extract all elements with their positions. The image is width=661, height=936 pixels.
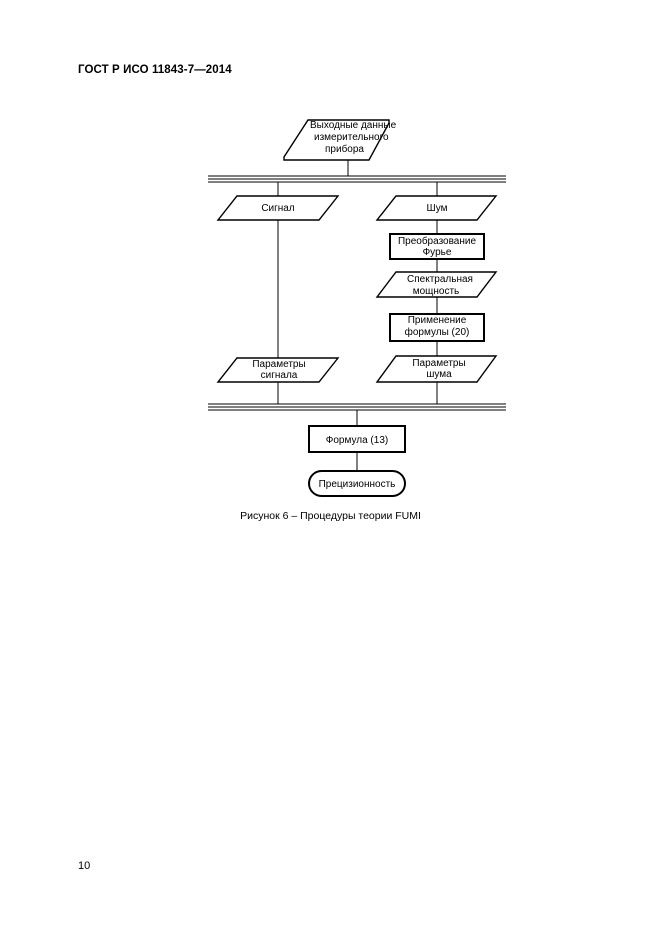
precision-node (308, 470, 406, 497)
merge-bar (208, 403, 506, 411)
spectral-power-label: мощность (413, 286, 460, 297)
noise-params-label: шума (426, 369, 452, 380)
figure-caption: Рисунок 6 – Процедуры теории FUMI (240, 510, 421, 522)
fourier-node (389, 233, 485, 260)
instrument-output-label: измерительного (314, 132, 389, 143)
split-bar (208, 175, 506, 183)
standard-number: ГОСТ Р ИСО 11843-7—2014 (78, 64, 232, 76)
fourier-label: Преобразование (398, 235, 477, 247)
signal-params-label: сигнала (261, 370, 298, 381)
apply-formula-label: формулы (20) (405, 326, 470, 338)
spectral-power-label: Спектральная (407, 274, 473, 285)
instrument-output-label: Выходные данные (310, 120, 397, 131)
instrument-output-label: прибора (325, 143, 364, 155)
noise-params-node (375, 355, 498, 383)
apply-formula-label: Применение (408, 315, 467, 326)
signal-params-label: Параметры (252, 359, 305, 370)
signal-params-node (216, 357, 340, 383)
page-number: 10 (78, 860, 91, 872)
precision-label: Прецизионность (319, 479, 396, 490)
formula13-node (308, 425, 406, 453)
noise-node (375, 195, 498, 221)
signal-label: Сигнал (261, 203, 295, 214)
noise-params-label: Параметры (412, 358, 465, 369)
formula13-label: Формула (13) (326, 435, 388, 446)
apply-formula-node (389, 313, 485, 342)
spectral-power-node (375, 271, 498, 298)
signal-node (216, 195, 340, 221)
instrument-output-node (283, 119, 390, 161)
fourier-label: Фурье (423, 247, 452, 258)
noise-label: Шум (427, 203, 448, 214)
